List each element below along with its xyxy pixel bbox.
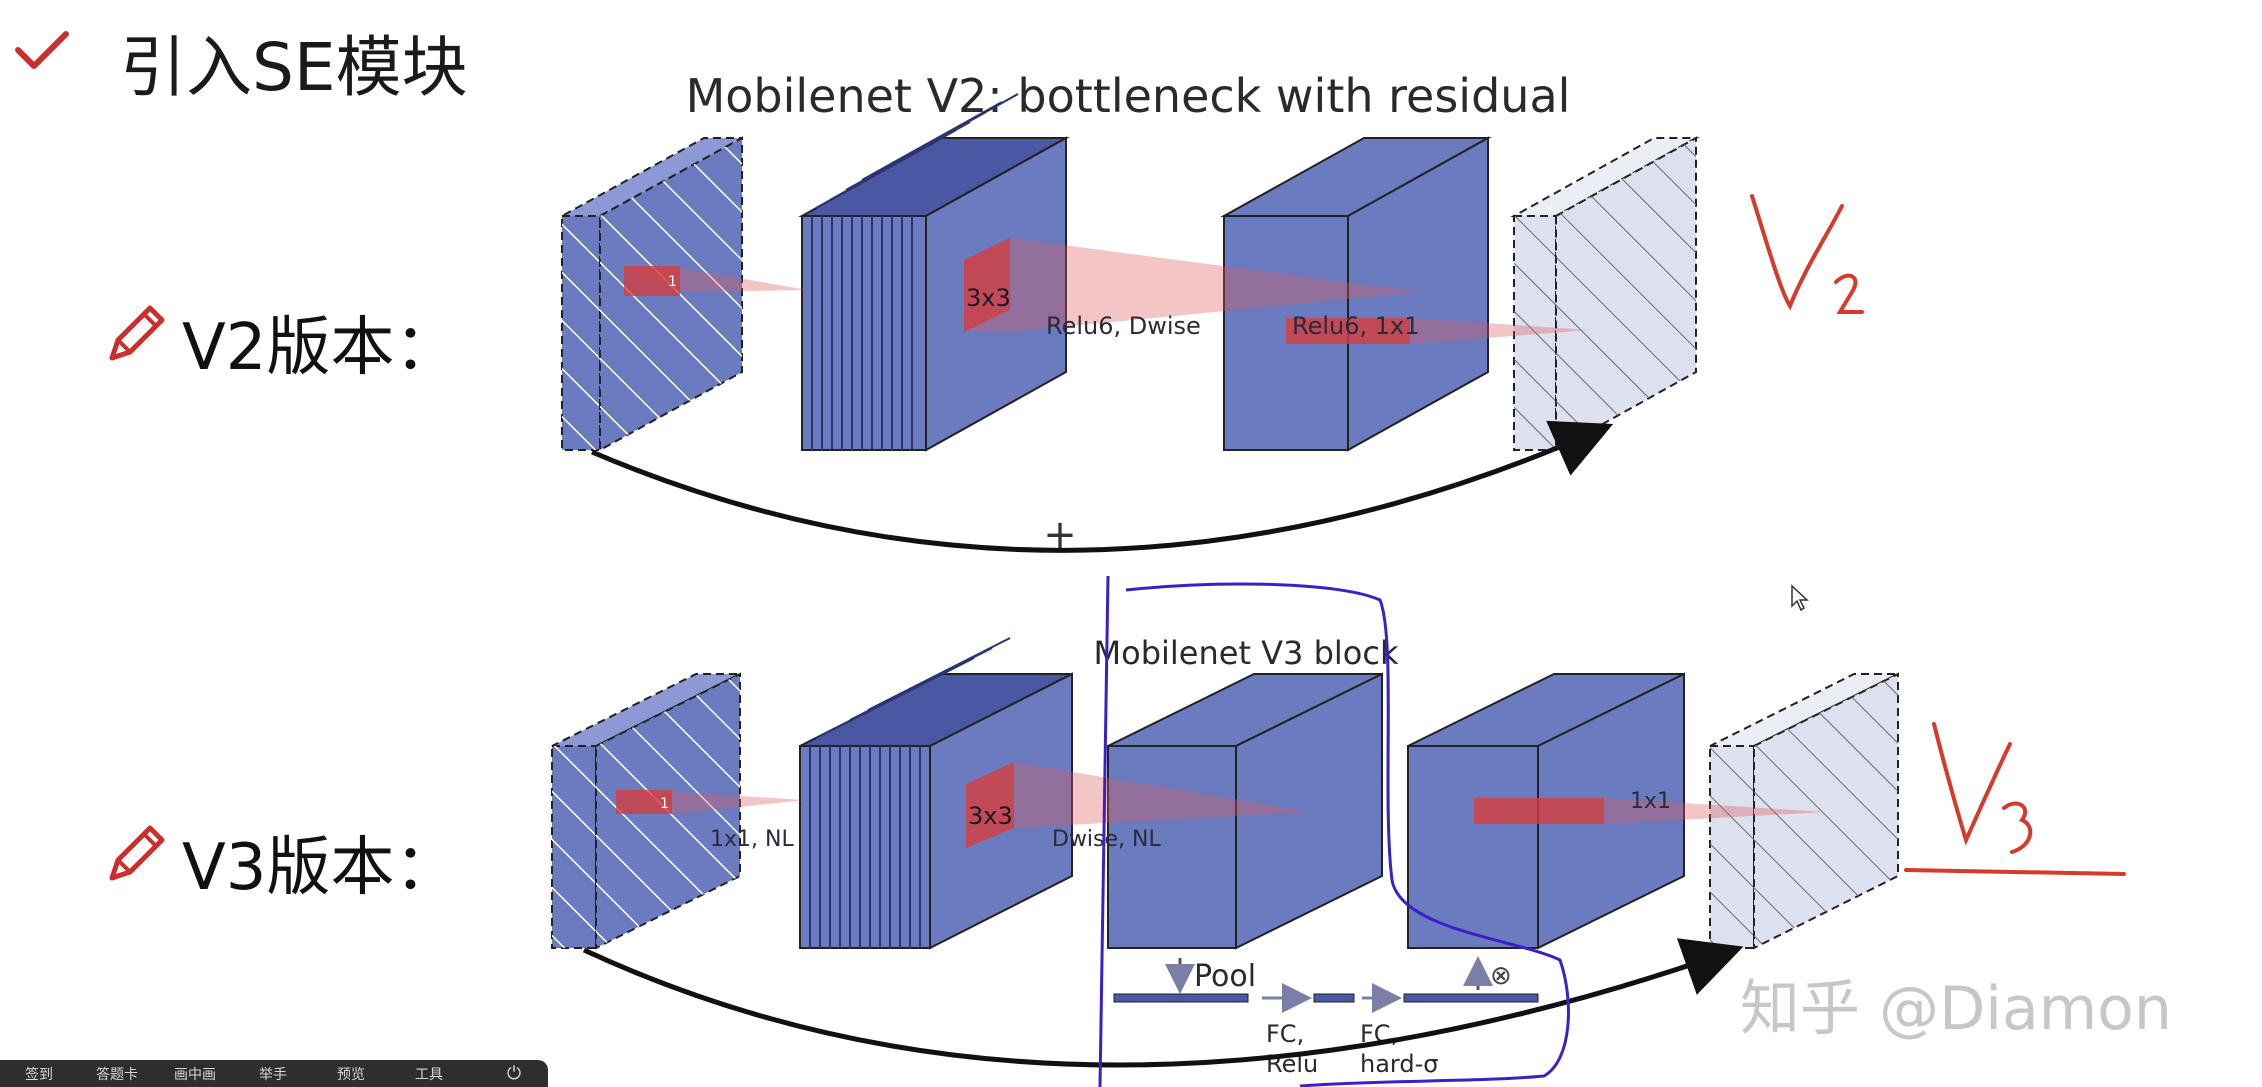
v3-op0-label: 1x1, NL bbox=[710, 827, 794, 852]
se-pool-label: Pool bbox=[1194, 959, 1256, 994]
v3-depthwise-tensor bbox=[1107, 672, 1383, 950]
v2-plus-sign: + bbox=[1043, 512, 1077, 558]
v3-residual-arrow bbox=[582, 938, 1744, 1068]
watermark: 知乎 @Diamon bbox=[1740, 974, 2172, 1044]
mouse-cursor-icon bbox=[1791, 584, 1809, 612]
presentation-toolbar: 签到 答题卡 画中画 举手 预览 工具 ⏻ bbox=[0, 1060, 548, 1087]
v3-receptive-beams: 1 bbox=[616, 762, 1826, 848]
toolbar-raise-hand[interactable]: 举手 bbox=[259, 1066, 287, 1083]
v2-output-tensor bbox=[1510, 136, 1700, 452]
v2-op2-label: Relu6, 1x1 bbox=[1292, 312, 1420, 340]
v2-version-label: V2版本： bbox=[182, 311, 459, 385]
handwritten-se-outline bbox=[1098, 575, 1570, 1087]
v3-small-label: 1 bbox=[660, 796, 669, 812]
power-icon[interactable]: ⏻ bbox=[506, 1063, 522, 1084]
se-multiply-symbol: ⊗ bbox=[1490, 961, 1512, 991]
v2-residual-arrow bbox=[591, 420, 1614, 553]
v2-small-label: 1 bbox=[668, 274, 677, 290]
toolbar-checkin[interactable]: 签到 bbox=[25, 1066, 53, 1083]
v2-diagram-title: Mobilenet V2: bottleneck with residual bbox=[686, 69, 1571, 123]
v2-depthwise-tensor bbox=[1220, 136, 1492, 452]
v3-op1-label: Dwise, NL bbox=[1052, 827, 1161, 852]
v2-kernel-label: 3x3 bbox=[966, 284, 1011, 312]
checkmark-icon bbox=[15, 31, 69, 69]
se-fc1-label-a: FC, bbox=[1266, 1020, 1304, 1048]
v3-version-label: V3版本： bbox=[182, 831, 459, 905]
slide-title: 引入SE模块 bbox=[120, 29, 468, 106]
pencil-icon bbox=[109, 305, 165, 361]
v3-diagram-title: Mobilenet V3 block bbox=[1094, 634, 1399, 672]
v3-kernel-label: 3x3 bbox=[968, 802, 1013, 830]
toolbar-pip[interactable]: 画中画 bbox=[174, 1066, 216, 1083]
se-fc2-label-b: hard-σ bbox=[1360, 1050, 1438, 1078]
se-branch: Pool ⊗ FC, Relu FC, hard-σ bbox=[1113, 956, 1539, 1078]
toolbar-preview[interactable]: 预览 bbox=[337, 1066, 365, 1083]
v2-receptive-beams: 1 bbox=[624, 238, 1590, 344]
v3-se-tensor bbox=[1407, 672, 1685, 950]
v3-op2-label: 1x1 bbox=[1630, 789, 1671, 814]
v2-op1-label: Relu6, Dwise bbox=[1046, 312, 1201, 340]
toolbar-tools[interactable]: 工具 bbox=[415, 1066, 443, 1083]
handwritten-v3 bbox=[1904, 722, 2126, 876]
pencil-icon bbox=[109, 825, 165, 881]
toolbar-answer-card[interactable]: 答题卡 bbox=[96, 1066, 138, 1083]
v2-input-tensor bbox=[561, 136, 743, 452]
handwritten-v2 bbox=[1750, 194, 1864, 314]
